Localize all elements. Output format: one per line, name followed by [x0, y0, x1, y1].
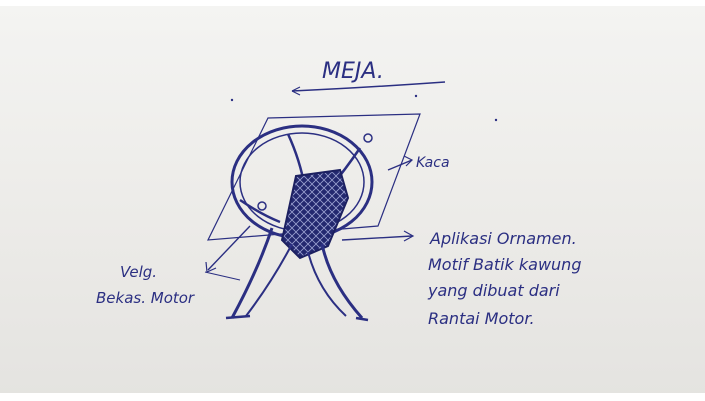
hub-bolt-right [364, 134, 372, 142]
pen-dot [495, 119, 497, 121]
ornament-label-line4: Rantai Motor. [428, 309, 535, 328]
leg-left-inner [246, 244, 292, 316]
pen-dot [231, 99, 233, 101]
leg-left-outer [232, 228, 272, 318]
sketch-title: MEJA. [322, 59, 384, 84]
pen-dot [415, 95, 417, 97]
ornament-arrow [342, 236, 412, 240]
ornament-label-line2: Motif Batik kawung [428, 255, 581, 274]
ornament-label-line1: Aplikasi Ornamen. [429, 229, 577, 248]
rim-label-line2: Bekas. Motor [96, 289, 195, 307]
rim-arrow [208, 226, 250, 270]
hub-bolt-left [258, 202, 266, 210]
rim-leader [205, 272, 240, 280]
rim-label-line1: Velg. [120, 263, 157, 281]
leg-feet [226, 316, 368, 320]
photo-border-bottom [0, 393, 705, 401]
ornament-label-line3: yang dibuat dari [427, 281, 560, 300]
glass-label: Kaca [416, 155, 450, 171]
leg-right-outer [322, 244, 362, 318]
